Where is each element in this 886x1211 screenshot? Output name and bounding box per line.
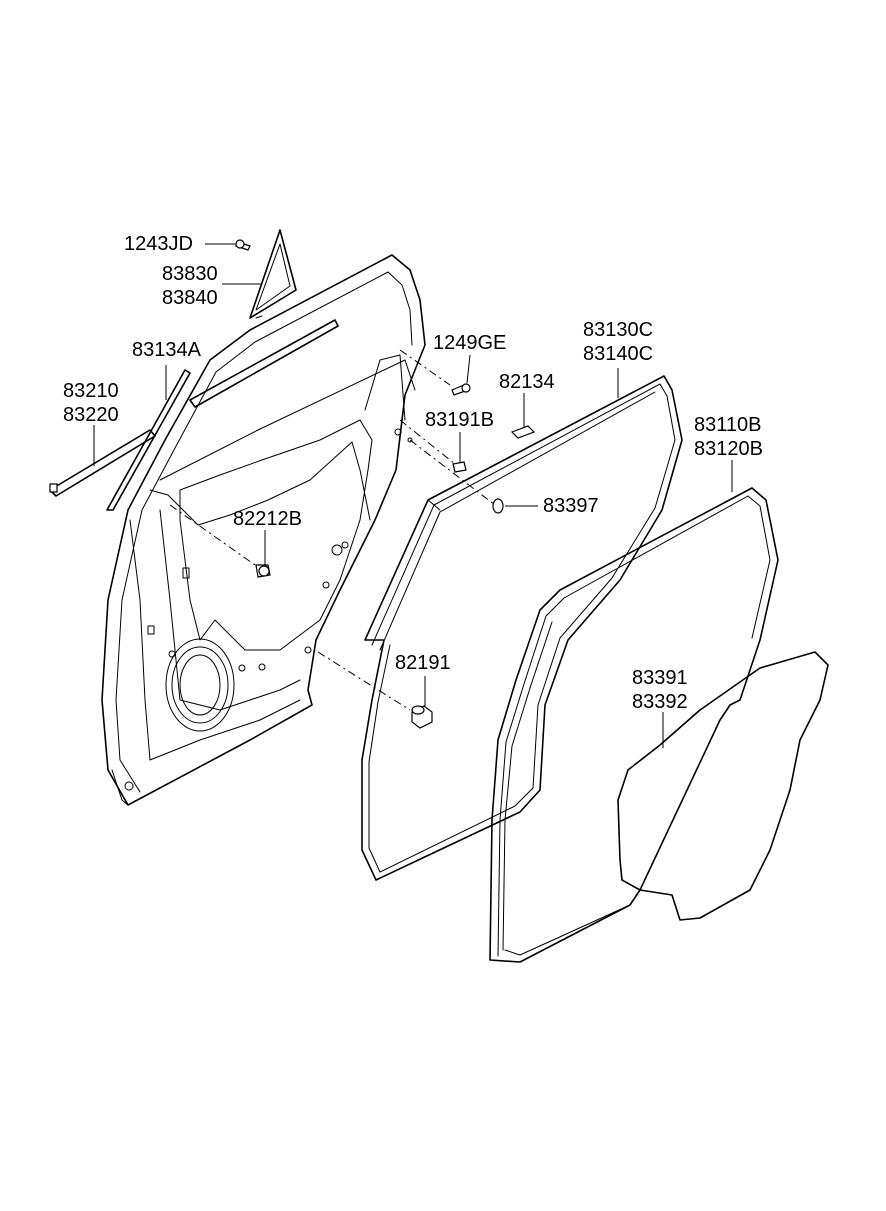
callout-83130C-83140C: 83130C 83140C [583, 318, 653, 366]
leader-1249GE [466, 354, 471, 384]
callout-83134A: 83134A [132, 338, 201, 362]
part-number: 83140C [583, 343, 654, 365]
part-number: 83120B [694, 438, 763, 460]
belt-moulding [49, 319, 339, 511]
part-number: 82134 [499, 371, 555, 393]
weatherstrip-83130C [361, 375, 683, 881]
callout-83391-83392: 83391 83392 [632, 666, 688, 714]
part-number: 83191B [425, 409, 494, 431]
callout-83397: 83397 [543, 494, 599, 518]
part-number: 82212B [233, 508, 302, 530]
part-number: 83130C [583, 319, 654, 341]
part-number: 83840 [162, 287, 218, 309]
callout-82212B: 82212B [233, 507, 302, 531]
screw-1249GE [451, 383, 471, 396]
bumper-82191 [411, 705, 433, 729]
part-number: 82191 [395, 652, 451, 674]
part-number: 83220 [63, 404, 119, 426]
callout-1243JD: 1243JD [124, 232, 193, 256]
part-number: 1243JD [124, 233, 193, 255]
part-number: 83397 [543, 495, 599, 517]
plug-83397 [492, 498, 504, 514]
part-number: 83110B [694, 414, 762, 436]
callout-83191B: 83191B [425, 408, 494, 432]
part-number: 83134A [132, 339, 201, 361]
sealing-cover [617, 651, 829, 921]
bolt-82212B [255, 564, 271, 578]
assembly-lines [169, 349, 496, 711]
pad-82134 [510, 425, 536, 439]
leader-lines [93, 243, 733, 748]
part-number: 83830 [162, 263, 218, 285]
callout-83110B-83120B: 83110B 83120B [694, 413, 763, 461]
plug-83191B [452, 461, 467, 473]
part-number: 83392 [632, 691, 688, 713]
part-number: 1249GE [433, 332, 507, 354]
callout-82134: 82134 [499, 370, 555, 394]
delta-garnish [249, 229, 297, 319]
part-number: 83391 [632, 667, 688, 689]
callout-1249GE: 1249GE [433, 331, 506, 355]
callout-83830-83840: 83830 83840 [162, 262, 218, 310]
callout-82191: 82191 [395, 651, 451, 675]
door-shell [101, 254, 426, 806]
part-number: 83210 [63, 380, 119, 402]
callout-83210-83220: 83210 83220 [63, 379, 119, 427]
weatherstrip-83110B [489, 487, 779, 963]
screw-1243JD [235, 239, 251, 251]
